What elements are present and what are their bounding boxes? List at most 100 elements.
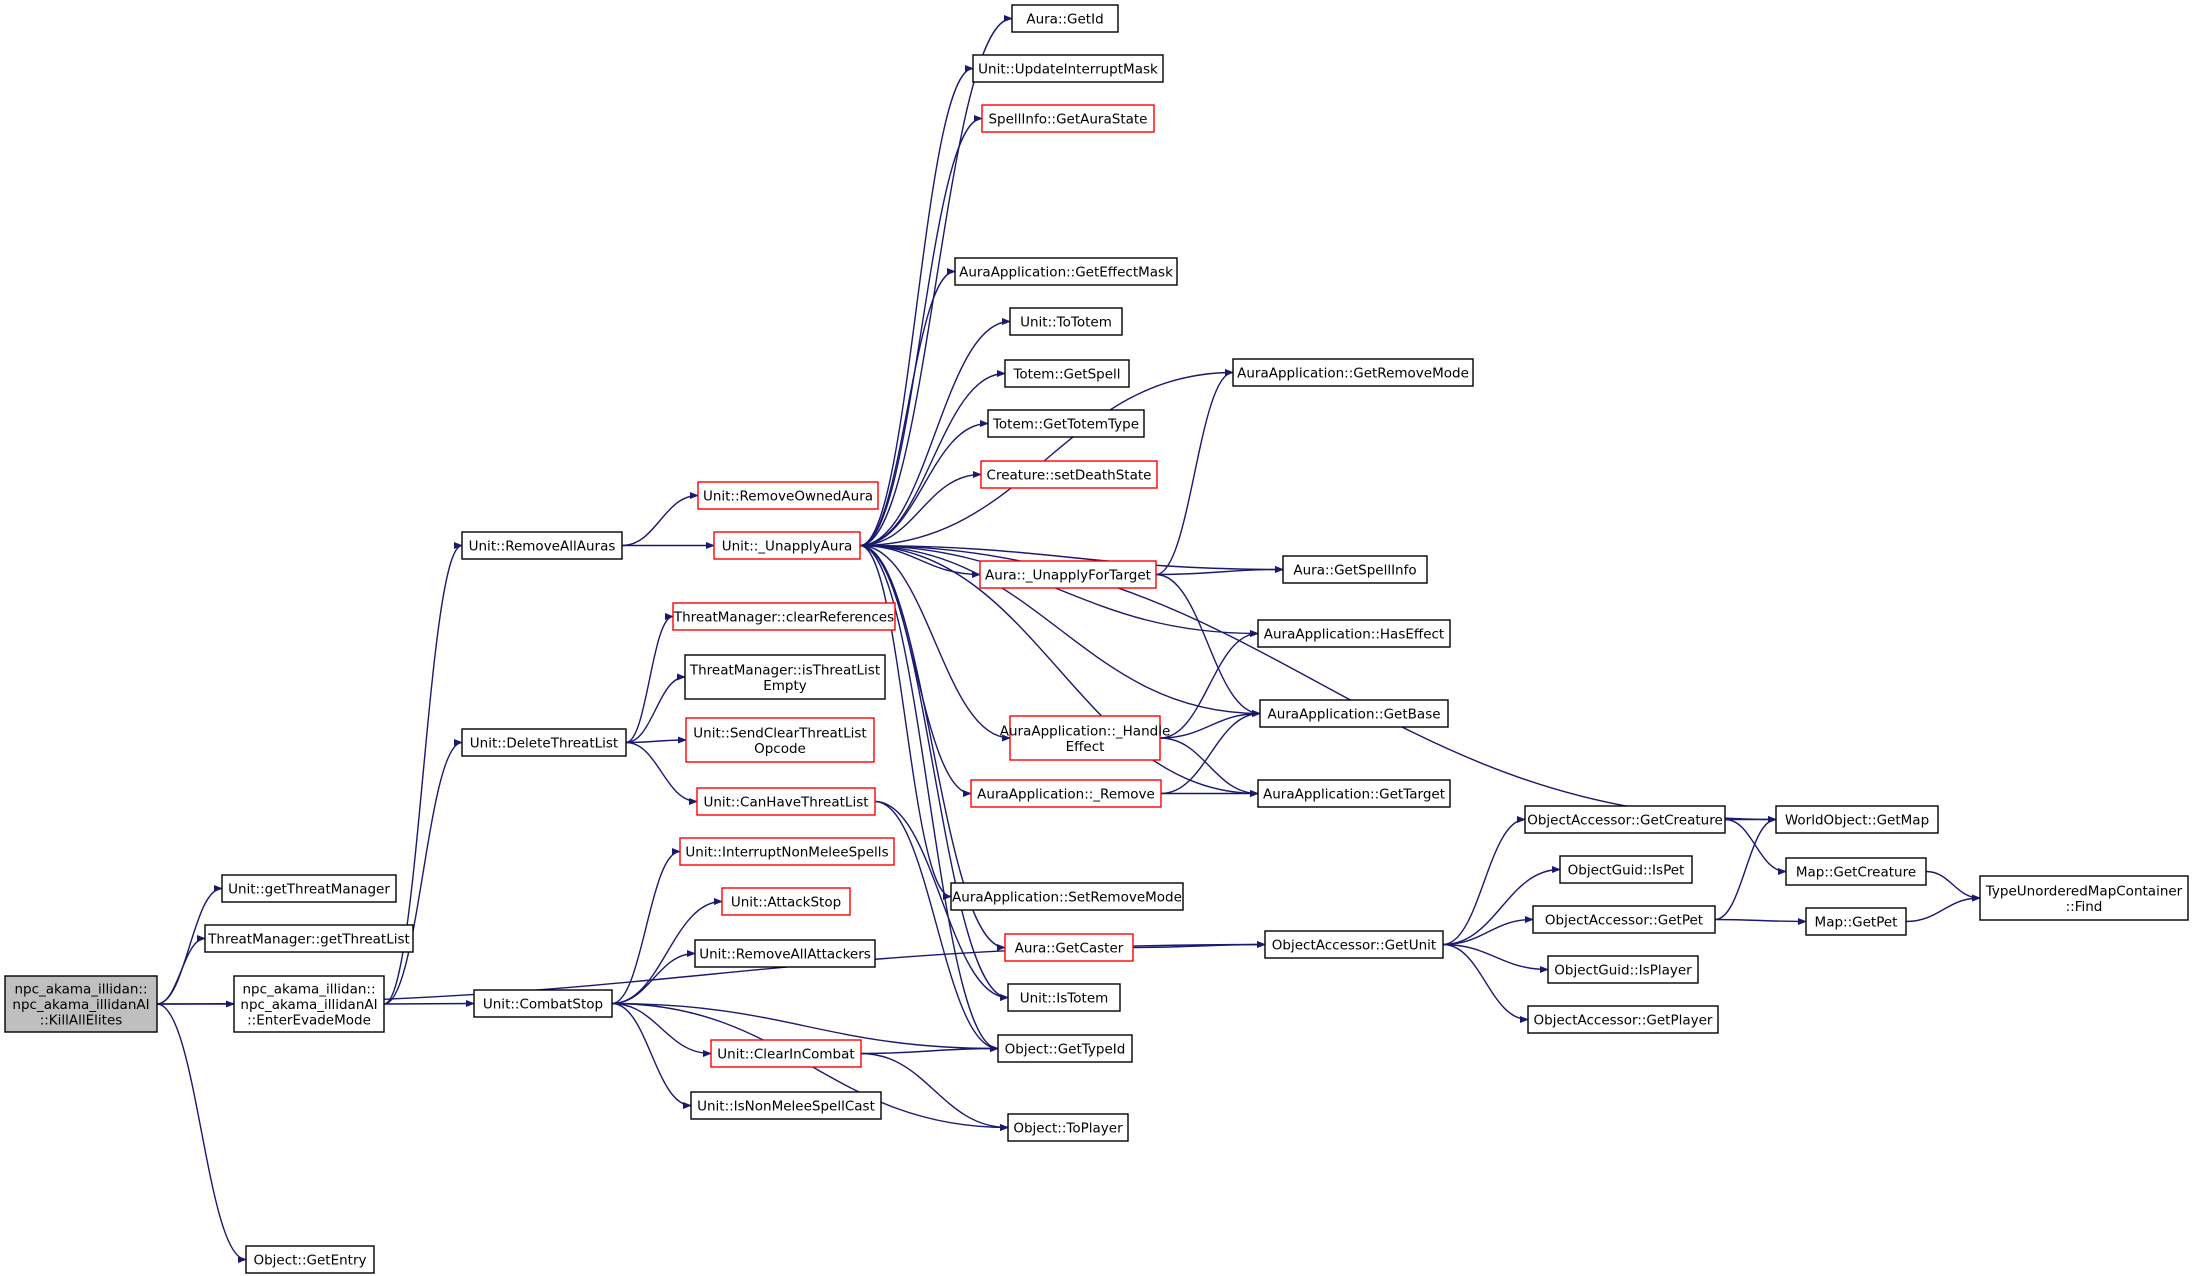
node-find[interactable]: TypeUnorderedMapContainer::Find: [1979, 875, 2189, 921]
node-deleteThreatList[interactable]: Unit::DeleteThreatList: [461, 728, 627, 757]
node-aaRemove[interactable]: AuraApplication::_Remove: [970, 779, 1162, 808]
node-label: AuraApplication::GetRemoveMode: [1237, 366, 1469, 382]
node-label: Aura::_UnapplyForTarget: [985, 568, 1151, 584]
node-setDeathState[interactable]: Creature::setDeathState: [980, 460, 1158, 489]
node-box: [1547, 955, 1699, 984]
node-box: [997, 1034, 1133, 1063]
edge-arrow: [859, 544, 1011, 742]
node-box: [1257, 779, 1451, 808]
node-toPlayer[interactable]: Object::ToPlayer: [1007, 1113, 1129, 1142]
node-removeAllAuras[interactable]: Unit::RemoveAllAuras: [461, 531, 623, 560]
node-getSpellInfo[interactable]: Aura::GetSpellInfo: [1282, 555, 1428, 584]
node-combatStop[interactable]: Unit::CombatStop: [473, 989, 613, 1018]
node-getAuraState[interactable]: SpellInfo::GetAuraState: [981, 104, 1155, 133]
edge-arrow: [156, 1003, 247, 1264]
node-label: npc_akama_illidan::: [242, 982, 375, 998]
node-unapplyForTarget[interactable]: Aura::_UnapplyForTarget: [979, 560, 1157, 589]
node-getUnit[interactable]: ObjectAccessor::GetUnit: [1264, 930, 1444, 959]
node-enterEvade[interactable]: npc_akama_illidan::npc_akama_illidanAI::…: [233, 975, 385, 1033]
node-label: Aura::GetId: [1026, 12, 1103, 28]
node-box: [987, 409, 1145, 438]
node-isTotem[interactable]: Unit::IsTotem: [1007, 983, 1121, 1012]
edge-arrow: [1132, 940, 1266, 949]
node-box: [696, 787, 876, 816]
edge-arrow: [383, 542, 463, 1005]
node-box: [4, 975, 158, 1033]
node-auraGetId[interactable]: Aura::GetId: [1011, 4, 1119, 33]
node-label: Creature::setDeathState: [987, 468, 1152, 484]
node-label: WorldObject::GetMap: [1785, 813, 1929, 829]
edge-arrow: [859, 544, 1259, 638]
node-clearInCombat[interactable]: Unit::ClearInCombat: [710, 1039, 862, 1068]
edge-unapplyAura-to-handleEffect: [859, 544, 1011, 742]
edge-arrow: [859, 267, 956, 547]
edge-root-to-getThreatList: [156, 934, 206, 1005]
node-removeOwnedAura[interactable]: Unit::RemoveOwnedAura: [697, 481, 879, 510]
edge-arrow: [383, 738, 463, 1005]
node-oaGetPet[interactable]: ObjectAccessor::GetPet: [1532, 905, 1716, 934]
node-label: npc_akama_illidanAI: [12, 997, 149, 1013]
node-isNonMeleeSpellCast[interactable]: Unit::IsNonMeleeSpellCast: [690, 1091, 882, 1120]
node-label: AuraApplication::SetRemoveMode: [952, 890, 1182, 906]
node-totemGetSpell[interactable]: Totem::GetSpell: [1004, 359, 1130, 388]
edge-deleteThreatList-to-clearReferences: [625, 612, 674, 744]
edge-arrow: [1905, 894, 1981, 923]
node-updateInterruptMask[interactable]: Unit::UpdateInterruptMask: [972, 54, 1164, 83]
edge-arrow: [1155, 573, 1261, 718]
node-label: AuraApplication::GetTarget: [1263, 787, 1445, 803]
node-label: TypeUnorderedMapContainer: [1985, 883, 2183, 899]
node-unapplyAura[interactable]: Unit::_UnapplyAura: [713, 531, 861, 560]
edge-arrow: [1159, 737, 1259, 798]
edge-root-to-getEntry: [156, 1003, 247, 1264]
edge-oaGetCreature-to-mapGetCreature: [1724, 818, 1787, 876]
node-getMap[interactable]: WorldObject::GetMap: [1775, 805, 1939, 834]
node-getTotemType[interactable]: Totem::GetTotemType: [987, 409, 1145, 438]
node-isPlayer[interactable]: ObjectGuid::IsPlayer: [1547, 955, 1699, 984]
node-getTarget[interactable]: AuraApplication::GetTarget: [1257, 779, 1451, 808]
node-mapGetPet[interactable]: Map::GetPet: [1805, 907, 1907, 936]
node-label: ObjectGuid::IsPlayer: [1554, 963, 1692, 979]
node-getBase[interactable]: AuraApplication::GetBase: [1259, 699, 1449, 728]
edge-mapGetCreature-to-find: [1925, 870, 1981, 902]
node-setRemoveMode[interactable]: AuraApplication::SetRemoveMode: [950, 882, 1184, 911]
node-box: [1004, 933, 1134, 962]
node-isPet[interactable]: ObjectGuid::IsPet: [1559, 855, 1693, 884]
node-getRemoveMode[interactable]: AuraApplication::GetRemoveMode: [1232, 358, 1474, 387]
node-label: AuraApplication::GetBase: [1267, 707, 1440, 723]
edge-unapplyAura-to-isTotem: [859, 544, 1009, 1002]
node-getEffectMask[interactable]: AuraApplication::GetEffectMask: [954, 257, 1178, 286]
node-root[interactable]: npc_akama_illidan::npc_akama_illidanAI::…: [4, 975, 158, 1033]
node-canHaveThreatList[interactable]: Unit::CanHaveThreatList: [696, 787, 876, 816]
node-hasEffect[interactable]: AuraApplication::HasEffect: [1257, 619, 1451, 648]
node-getTypeId[interactable]: Object::GetTypeId: [997, 1034, 1133, 1063]
node-oaGetCreature[interactable]: ObjectAccessor::GetCreature: [1524, 805, 1726, 834]
node-label: AuraApplication::GetEffectMask: [959, 265, 1173, 281]
node-attackStop[interactable]: Unit::AttackStop: [721, 887, 851, 916]
edge-unapplyAura-to-getEffectMask: [859, 267, 956, 547]
edge-arrow: [625, 741, 698, 806]
node-getEntry[interactable]: Object::GetEntry: [245, 1245, 375, 1274]
node-label: Unit::RemoveAllAttackers: [699, 947, 871, 963]
node-getPlayer[interactable]: ObjectAccessor::GetPlayer: [1527, 1005, 1719, 1034]
node-mapGetCreature[interactable]: Map::GetCreature: [1785, 857, 1927, 886]
node-box: [1257, 619, 1451, 648]
node-clearReferences[interactable]: ThreatManager::clearReferences: [672, 602, 896, 631]
node-toTotem[interactable]: Unit::ToTotem: [1009, 307, 1123, 336]
edge-getCaster-to-getUnit: [1132, 940, 1266, 949]
node-label: AuraApplication::HasEffect: [1264, 627, 1444, 643]
node-label: Opcode: [754, 741, 806, 757]
edge-unapplyAura-to-getSpellInfo: [859, 544, 1284, 574]
edge-getUnit-to-isPlayer: [1442, 943, 1549, 974]
node-box: [461, 728, 627, 757]
node-removeAllAttackers[interactable]: Unit::RemoveAllAttackers: [694, 939, 876, 968]
node-getCaster[interactable]: Aura::GetCaster: [1004, 933, 1134, 962]
edge-arrow: [383, 999, 475, 1008]
node-box: [1009, 307, 1123, 336]
node-interruptNonMelee[interactable]: Unit::InterruptNonMeleeSpells: [679, 837, 895, 866]
node-getThreatManager[interactable]: Unit::getThreatManager: [221, 874, 397, 903]
node-getThreatList[interactable]: ThreatManager::getThreatList: [204, 924, 414, 953]
